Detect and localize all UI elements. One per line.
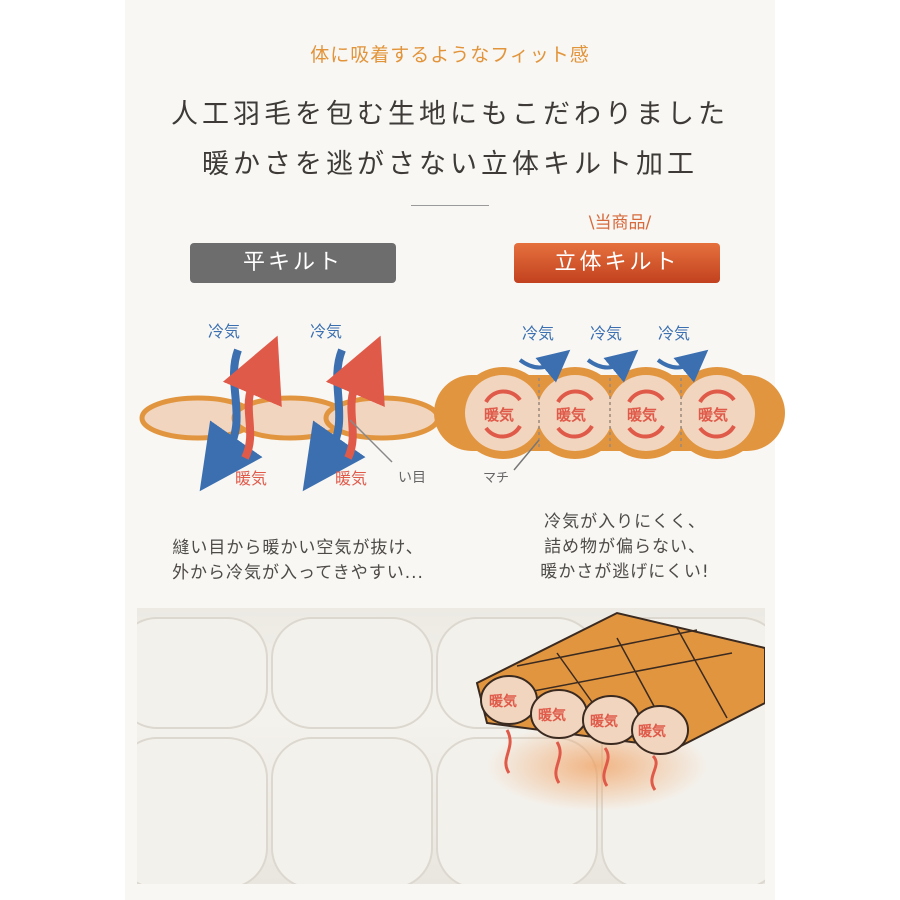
divider [411,205,489,206]
subtitle: 体に吸着するようなフィット感 [310,44,590,66]
duvet-photo: 暖気 暖気 暖気 暖気 [137,608,765,884]
warm-circulation-arrows [484,389,736,439]
warm-air-label: 暖気 [489,693,517,710]
warm-air-label: 暖気 [484,406,514,424]
headline-line1: 人工羽毛を包む生地にもこだわりました [171,99,729,130]
warm-air-label: 暖気 [590,713,618,730]
seam-label: い目 [398,470,426,486]
quilt-comparison-diagram: 冷気 冷気 暖気 暖気 い目 暖気 暖気 暖気 暖 [139,322,785,492]
box-quilt-pocket [465,375,541,451]
cold-air-label: 冷気 [590,324,622,343]
warm-air-label: 暖気 [538,707,566,724]
flat-quilt-diagram: 冷気 冷気 暖気 暖気 い目 [139,322,441,492]
rising-warm-air [504,729,658,791]
description-line: 詰め物が偏らない、 [544,537,706,557]
quilt-block-illustration: 暖気 暖気 暖気 暖気 [475,611,765,791]
cold-air-label: 冷気 [310,322,342,341]
gusset-label: マチ [483,471,509,486]
box-quilt-pocket [537,375,613,451]
cold-air-label: 冷気 [658,324,690,343]
product-tag: \当商品/ [588,213,652,233]
warm-air-label: 暖気 [698,406,728,424]
warm-air-label: 暖気 [638,723,666,740]
gusset-pointer [513,439,540,471]
box-quilt-label: 立体キルト [514,243,720,283]
flat-quilt-label: 平キルト [190,243,396,283]
warm-air-arrow [222,335,282,460]
warm-air-label: 暖気 [627,406,657,424]
warm-air-label: 暖気 [235,469,267,488]
description-line: 暖かさが逃げにくい! [540,562,710,582]
seam-pointer [349,419,393,463]
box-quilt-description: 冷気が入りにくく、 詰め物が偏らない、 暖かさが逃げにくい! [500,510,750,585]
warm-air-label: 暖気 [556,406,586,424]
warm-air-label: 暖気 [335,469,367,488]
headline-line2: 暖かさを逃がさない立体キルト加工 [202,149,698,180]
box-quilt-diagram: 暖気 暖気 暖気 暖気 冷気 冷気 冷気 マチ [434,324,785,486]
warm-air-arrow [325,335,385,460]
cold-deflect-arrows [518,349,709,383]
description-line: 外から冷気が入ってきやすい... [172,563,424,583]
cold-air-label: 冷気 [522,324,554,343]
description-line: 縫い目から暖かい空気が抜け、 [172,538,424,558]
box-quilt-pocket [608,375,684,451]
box-quilt-pocket [679,375,755,451]
flat-quilt-description: 縫い目から暖かい空気が抜け、 外から冷気が入ってきやすい... [138,536,458,586]
duvet-illustration: 暖気 暖気 暖気 暖気 [137,611,765,884]
description-line: 冷気が入りにくく、 [544,512,706,532]
cold-air-label: 冷気 [208,322,240,341]
